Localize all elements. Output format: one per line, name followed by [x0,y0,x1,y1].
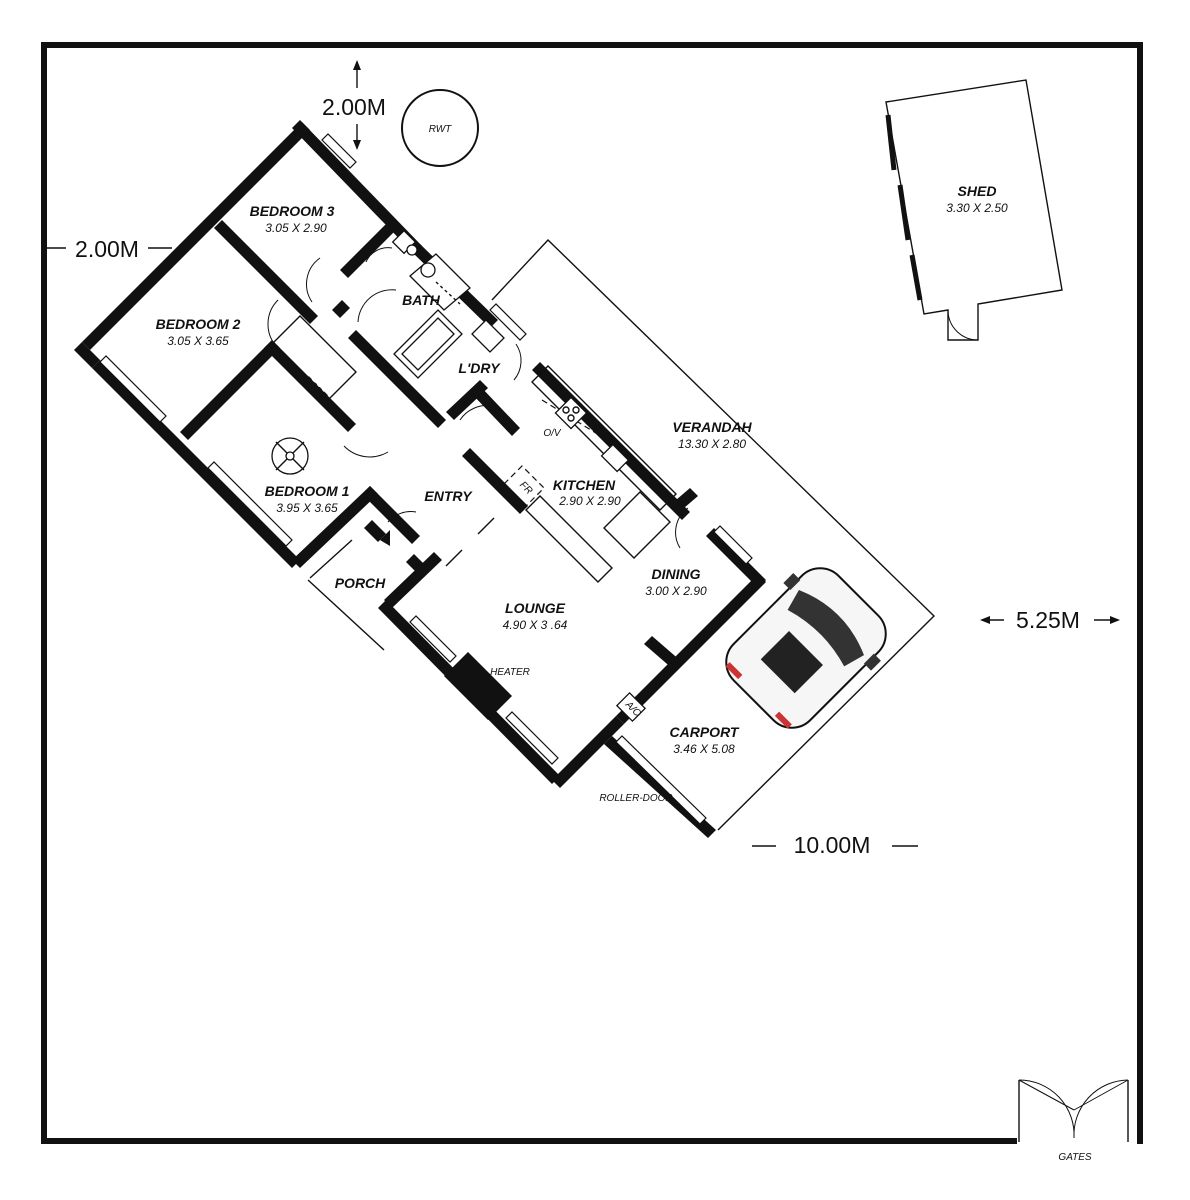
bedroom2-dims: 3.05 X 3.65 [167,334,229,348]
dining-dims: 3.00 X 2.90 [645,584,707,598]
lounge-dims: 4.90 X 3 .64 [503,618,568,632]
rwt-label: RWT [429,124,452,135]
doors [267,247,689,549]
bedroom2-name: BEDROOM 2 [156,316,241,332]
carport-name: CARPORT [670,724,740,740]
top-measurement-label: 2.00M [322,94,386,120]
carport-dims: 3.46 X 5.08 [673,742,735,756]
ceiling-fan-icon [271,437,309,475]
heater-label: HEATER [490,667,530,678]
bedroom3-name: BEDROOM 3 [250,203,335,219]
shed-dims: 3.30 X 2.50 [946,201,1008,215]
gates-label: GATES [1058,1152,1091,1163]
kitchen-fixtures [503,365,677,583]
kitchen-dims: 2.90 X 2.90 [558,494,621,508]
shed [885,79,1063,341]
car-icon [725,567,887,729]
fridge-label: FR [517,480,534,497]
site-boundary [41,42,1143,1144]
lounge-name: LOUNGE [505,600,566,616]
verandah-dims: 13.30 X 2.80 [678,437,746,451]
bath-fixtures [391,229,505,379]
entry-arrow-icon [380,530,390,546]
shed-name: SHED [958,183,997,199]
verandah-name: VERANDAH [672,419,752,435]
house-walls [74,120,766,838]
laundry-name: L'DRY [458,360,501,376]
bottom-measurement-label: 10.00M [794,832,871,858]
porch-name: PORCH [335,575,386,591]
right-measurement [980,616,1120,624]
bedroom3-dims: 3.05 X 2.90 [265,221,327,235]
bedroom1-dims: 3.95 X 3.65 [276,501,338,515]
kitchen-name: KITCHEN [553,477,616,493]
robe [271,315,357,401]
dining-name: DINING [652,566,701,582]
gates [1018,1079,1129,1142]
roller-door-label: ROLLER-DOOR [599,793,672,804]
bedroom1-name: BEDROOM 1 [265,483,350,499]
windows [99,133,753,825]
aircon-unit [615,691,647,723]
left-measurement-label: 2.00M [75,236,139,262]
entry-name: ENTRY [424,488,473,504]
bath-name: BATH [402,292,441,308]
verandah-outline [307,238,935,831]
rainwater-tank [401,89,479,167]
right-measurement-label: 5.25M [1016,607,1080,633]
top-measurement [353,60,361,150]
oven-label: O/V [543,428,562,439]
